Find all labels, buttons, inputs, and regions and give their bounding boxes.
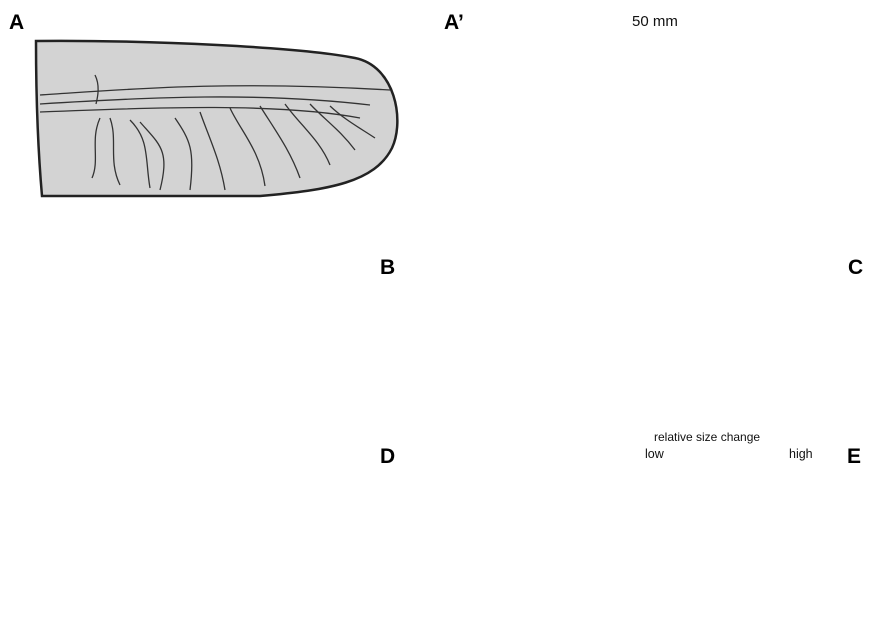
panel-label-e: E [847,445,862,468]
scale-bar-label: 50 mm [632,13,678,30]
legend-title: relative size change [654,430,761,444]
legend-high-label: high [789,447,813,461]
panel-a-wing-schematic [34,39,399,198]
legend-low-label: low [645,447,664,461]
panel-label-b: B [380,256,396,279]
panel-label-d: D [380,445,396,468]
wing-outline-a [34,39,399,198]
veins-a [39,74,391,191]
panel-label-c: C [848,256,864,279]
panel-label-a: A [9,11,25,34]
panel-label-a-prime: A’ [444,11,464,34]
